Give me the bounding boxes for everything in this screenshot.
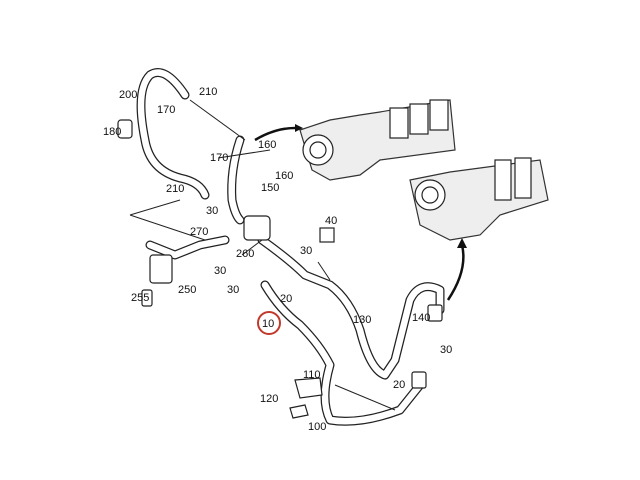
label-140: 140 [412,312,430,324]
label-30: 30 [440,344,452,356]
label-210: 210 [166,183,184,195]
coolant-fitting-250 [145,235,230,284]
label-120: 120 [260,393,278,405]
label-160: 160 [258,139,276,151]
label-110: 110 [303,369,321,381]
label-10-highlighted: 10 [262,318,274,330]
label-170: 170 [210,152,228,164]
label-30: 30 [206,205,218,217]
part-255 [141,289,153,307]
label-170: 170 [157,104,175,116]
part-140 [427,304,443,322]
arrow-lower [446,244,465,301]
label-255: 255 [131,292,149,304]
oil-line-130 [257,235,445,380]
oil-line-10 [260,280,425,426]
oil-line-200 [136,68,210,200]
oil-line-150 [227,135,245,225]
label-130: 130 [353,314,371,326]
label-160: 160 [275,170,293,182]
highlight-circle [257,311,281,335]
label-100: 100 [308,421,326,433]
label-200: 200 [119,89,137,101]
label-150: 150 [261,182,279,194]
part-180 [117,119,133,139]
label-30: 30 [227,284,239,296]
part-40 [319,227,335,243]
part-20-lower [411,371,427,389]
clamp-100 [289,404,309,419]
label-210: 210 [199,86,217,98]
bracket-110 [294,377,323,399]
label-40: 40 [325,215,337,227]
label-180: 180 [103,126,121,138]
label-20: 20 [393,379,405,391]
label-270: 270 [190,226,208,238]
label-30: 30 [300,245,312,257]
part-260-flange [243,215,271,241]
turbocharger-upper [299,99,456,181]
label-30: 30 [214,265,226,277]
part-labels: 200 210 170 180 160 170 160 150 210 30 2… [103,86,452,433]
arrow-upper [254,126,296,142]
label-250: 250 [178,284,196,296]
label-20: 20 [280,293,292,305]
label-260: 260 [236,248,254,260]
turbocharger-lower [409,157,549,241]
